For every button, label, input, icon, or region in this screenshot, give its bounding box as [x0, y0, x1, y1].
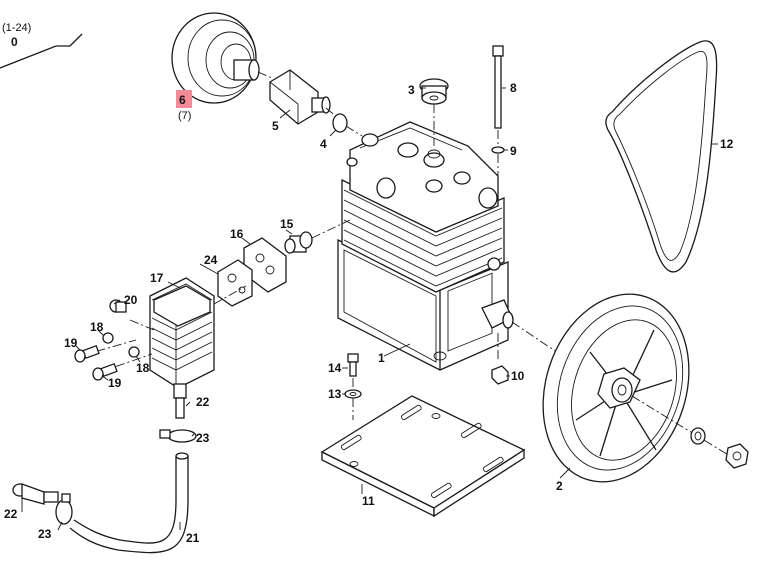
label-part-17: 17	[150, 271, 164, 285]
group-range-label: (1-24)	[2, 22, 31, 34]
small-nut[interactable]	[491, 365, 509, 385]
v-belt[interactable]	[605, 40, 718, 273]
air-hose[interactable]	[69, 456, 189, 554]
flywheel-washer[interactable]	[690, 427, 706, 445]
leader-lines	[21, 87, 718, 531]
label-part-18-upper: 18	[90, 320, 104, 334]
label-part-15: 15	[280, 217, 294, 231]
label-part-21: 21	[186, 531, 200, 545]
label-part-12: 12	[720, 137, 734, 151]
screw-lower[interactable]	[92, 363, 118, 381]
hose-clamp-upper[interactable]	[159, 429, 197, 443]
label-part-9: 9	[510, 144, 517, 158]
cap-screw[interactable]	[347, 353, 359, 377]
label-part-24: 24	[204, 253, 218, 267]
label-part-11: 11	[362, 494, 375, 508]
hose-clamp-lower[interactable]	[55, 493, 73, 525]
washer-lower[interactable]	[128, 346, 140, 358]
compressor-pump[interactable]	[337, 121, 514, 371]
base-plate[interactable]	[320, 395, 526, 518]
label-part-1: 1	[378, 351, 385, 365]
label-part-6[interactable]: 6	[179, 93, 186, 107]
aftercooler[interactable]	[149, 277, 215, 389]
hex-connector[interactable]	[269, 69, 331, 125]
flywheel-pulley[interactable]	[520, 275, 712, 501]
label-part-18-lower: 18	[136, 361, 150, 375]
drain-plug[interactable]	[109, 299, 127, 313]
group-number-label: 0	[11, 35, 18, 49]
outlet-fitting[interactable]	[284, 231, 313, 254]
washer-upper[interactable]	[102, 332, 114, 344]
label-part-23-lower: 23	[38, 527, 52, 541]
label-part-23-upper: 23	[196, 431, 210, 445]
group-header: (1-24) 0	[0, 22, 83, 69]
part-labels: 1 2 3 4 5 6 (7) 8 9 10 11 12 13 14 15 16…	[4, 81, 734, 545]
label-part-10: 10	[511, 369, 525, 383]
bolt-washer[interactable]	[491, 146, 505, 154]
base-washer[interactable]	[344, 389, 362, 399]
flywheel-nut[interactable]	[725, 443, 749, 469]
label-part-19-upper: 19	[64, 336, 78, 350]
label-part-22-upper: 22	[196, 395, 210, 409]
oil-plug[interactable]	[419, 78, 449, 105]
label-part-14: 14	[328, 361, 342, 375]
label-part-20: 20	[124, 293, 138, 307]
flange-gasket[interactable]	[217, 259, 253, 307]
label-part-3: 3	[408, 83, 415, 97]
highlight-part-6	[176, 90, 192, 108]
hose-fitting-upper[interactable]	[173, 383, 187, 419]
label-part-6-sub: (7)	[178, 110, 191, 122]
label-part-2: 2	[556, 479, 563, 493]
label-part-8: 8	[510, 81, 517, 95]
label-part-4: 4	[320, 137, 327, 151]
o-ring[interactable]	[332, 113, 348, 133]
label-part-5: 5	[272, 119, 279, 133]
label-part-19-lower: 19	[108, 376, 122, 390]
air-filter-housing[interactable]	[171, 12, 260, 104]
hose-fitting-lower[interactable]	[12, 483, 59, 505]
label-part-16: 16	[230, 227, 244, 241]
label-part-13: 13	[328, 387, 342, 401]
head-bolt[interactable]	[492, 45, 504, 129]
label-part-22-lower: 22	[4, 507, 18, 521]
